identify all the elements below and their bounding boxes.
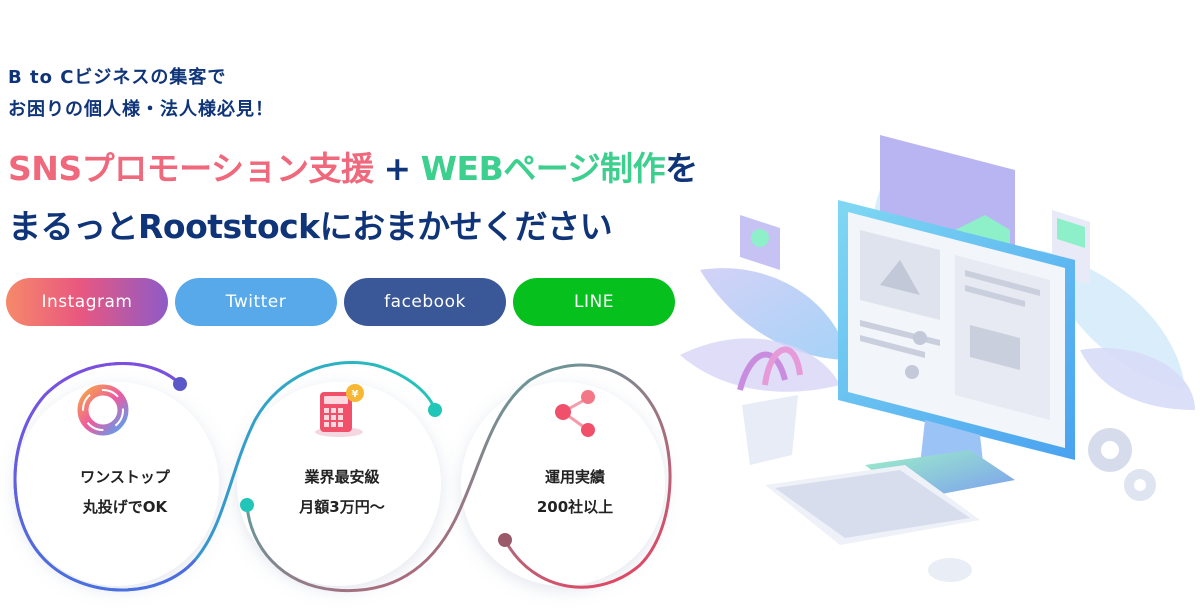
share-nodes-icon: [555, 390, 595, 437]
gear-icon: [1088, 428, 1156, 501]
headline-particle: を: [665, 149, 698, 188]
eyebrow-line-1: B to Cビジネスの集客で: [8, 67, 227, 88]
headline-plus: +: [383, 149, 412, 188]
feature-flow: ¥: [13, 360, 672, 593]
feature-1-line-2: 丸投げでOK: [82, 498, 168, 516]
keyboard: [765, 465, 980, 545]
facebook-button[interactable]: facebook: [344, 278, 506, 326]
ring-cycle-icon: [77, 384, 129, 436]
feature-3-line-2: 200社以上: [536, 498, 614, 516]
main-headline: SNSプロモーション支援+WEBページ制作を まるっとRootstockにおまか…: [8, 140, 698, 256]
feature-circle-2: [237, 382, 441, 586]
feature-circle-3: [461, 382, 665, 586]
monitor: [838, 200, 1075, 460]
isometric-monitor-illustration: [680, 135, 1195, 582]
flow-dot-1: [173, 377, 187, 391]
leaf-right-2: [1080, 348, 1195, 410]
headline-sns: SNSプロモーション支援: [8, 149, 374, 188]
leaf-left-2: [680, 338, 840, 392]
twitter-button[interactable]: Twitter: [175, 278, 337, 326]
svg-text:¥: ¥: [352, 389, 359, 400]
flow-line-c: [245, 363, 672, 593]
feature-track-record: 運用実績 200社以上: [500, 462, 650, 522]
leaf-right: [1040, 250, 1185, 390]
feature-2-line-2: 月額3万円〜: [299, 498, 385, 516]
headline-line-2: まるっとRootstockにおまかせください: [8, 207, 613, 246]
eyebrow-line-2: お困りの個人様・法人様必見！: [8, 99, 274, 120]
feature-1-line-1: ワンストップ: [80, 468, 170, 486]
flow-dot-4: [498, 533, 512, 547]
plant-pot: [737, 346, 803, 465]
flow-dot-2: [428, 403, 442, 417]
headline-web: WEBページ制作: [420, 149, 666, 188]
leaf-left: [700, 268, 850, 360]
feature-lowest-price: 業界最安級 月額3万円〜: [267, 462, 417, 522]
feature-circle-1: [15, 382, 219, 586]
eyebrow-text: B to Cビジネスの集客で お困りの個人様・法人様必見！: [8, 62, 274, 126]
instagram-button[interactable]: Instagram: [6, 278, 168, 326]
flow-dot-3: [240, 498, 254, 512]
feature-3-line-1: 運用実績: [544, 468, 605, 486]
calculator-yen-icon: ¥: [315, 384, 364, 437]
feature-2-line-1: 業界最安級: [304, 468, 380, 486]
floating-card-user: [740, 215, 780, 270]
flow-line-b: [13, 361, 197, 592]
feature-one-stop: ワンストップ 丸投げでOK: [50, 462, 200, 522]
mouse: [928, 558, 972, 582]
line-button[interactable]: LINE: [513, 278, 675, 326]
